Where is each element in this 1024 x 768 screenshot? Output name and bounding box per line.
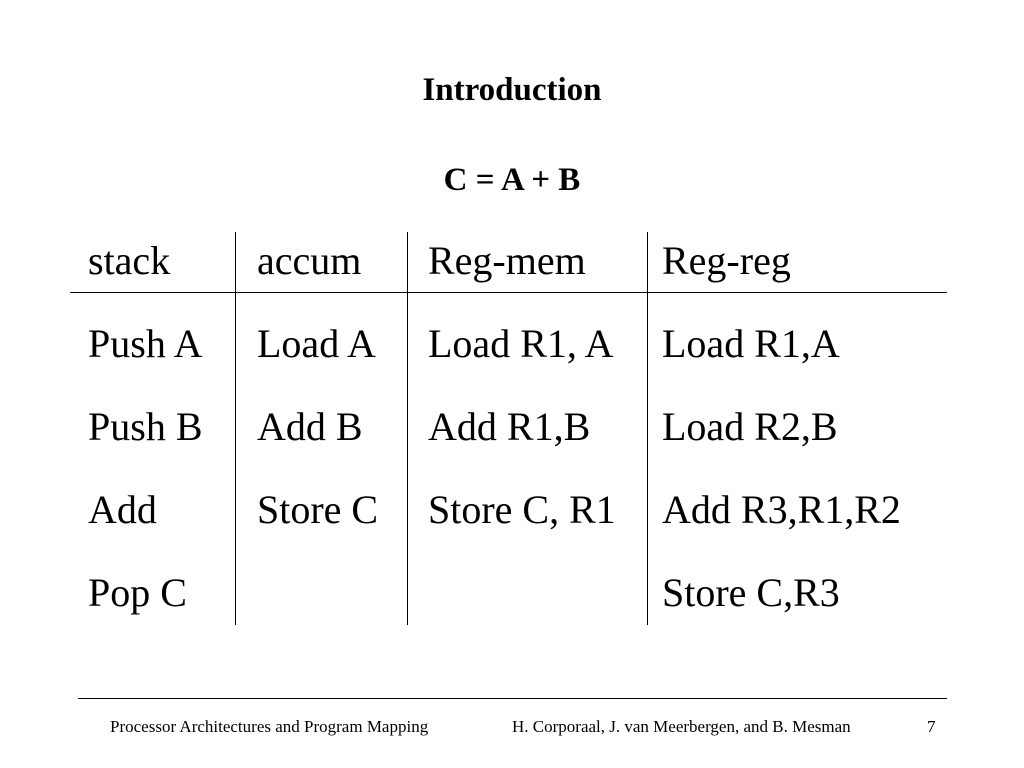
header-reg-mem: Reg-mem — [428, 238, 586, 283]
header-accum: accum — [257, 238, 362, 283]
footer-authors: H. Corporaal, J. van Meerbergen, and B. … — [512, 717, 851, 736]
table-cell: Push B — [88, 404, 203, 449]
header-reg-reg: Reg-reg — [662, 238, 791, 283]
column-divider-3 — [647, 232, 648, 625]
table-cell: Push A — [88, 321, 203, 366]
table-cell: Add — [88, 487, 157, 532]
table-cell: Load R1,A — [662, 321, 840, 366]
table-cell: Pop C — [88, 570, 187, 615]
table-cell: Load R2,B — [662, 404, 838, 449]
table-cell: Add R1,B — [428, 404, 591, 449]
footer-rule — [78, 698, 947, 699]
column-divider-2 — [407, 232, 408, 625]
header-rule — [70, 292, 947, 293]
slide-title: Introduction — [422, 72, 602, 108]
page-number: 7 — [927, 717, 936, 736]
table-cell: Store C,R3 — [662, 570, 840, 615]
table-cell: Store C — [257, 487, 379, 532]
table-cell: Load A — [257, 321, 376, 366]
table-cell: Load R1, A — [428, 321, 614, 366]
header-stack: stack — [88, 238, 171, 283]
footer-course: Processor Architectures and Program Mapp… — [110, 717, 429, 736]
table-cell: Add B — [257, 404, 363, 449]
table-cell: Add R3,R1,R2 — [662, 487, 901, 532]
column-divider-1 — [235, 232, 236, 625]
equation: C = A + B — [443, 162, 581, 198]
table-cell: Store C, R1 — [428, 487, 616, 532]
